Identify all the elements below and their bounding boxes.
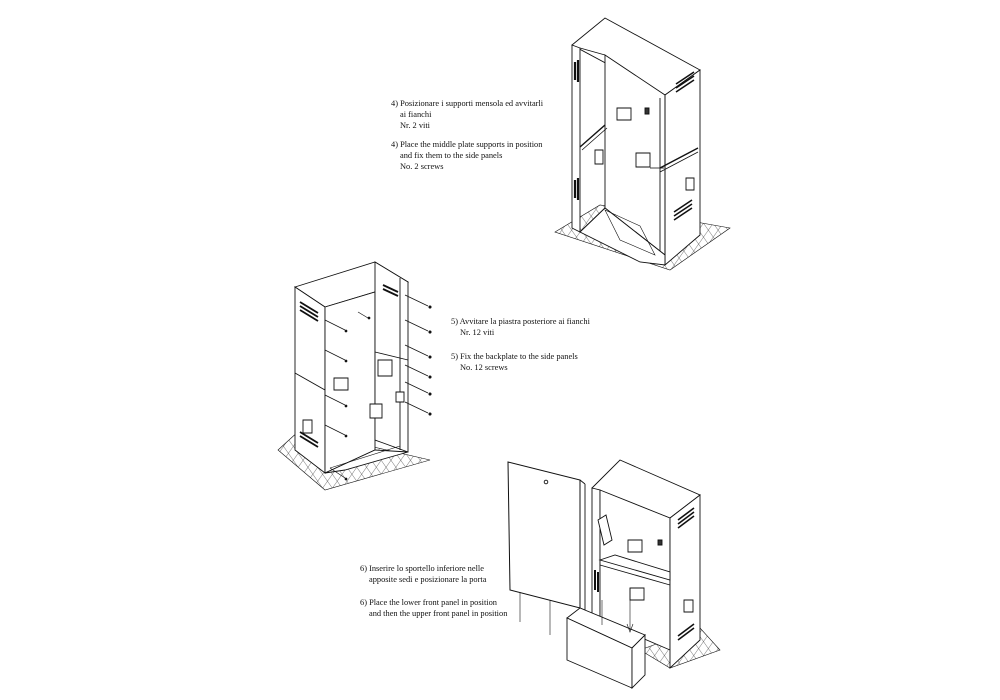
step4-cabinet-drawing (555, 18, 730, 270)
step4-en-line1: 4) Place the middle plate supports in po… (391, 140, 543, 149)
step5-caption: 5) Avvitare la piastra posteriore ai fia… (451, 316, 590, 373)
step6-cabinet-drawing (508, 460, 720, 688)
step5-en-line1: 5) Fix the backplate to the side panels (451, 352, 578, 361)
step4-en-count: No. 2 screws (400, 162, 444, 171)
step5-cabinet-drawing (278, 262, 432, 490)
step5-it-line1: 5) Avvitare la piastra posteriore ai fia… (451, 317, 590, 326)
step4-it-line1: 4) Posizionare i supporti mensola ed avv… (391, 99, 544, 108)
step5-it-count: Nr. 12 viti (460, 328, 495, 337)
upper-front-door (508, 462, 580, 608)
step4-caption: 4) Posizionare i supporti mensola ed avv… (391, 98, 543, 172)
step5-en-count: No. 12 screws (460, 363, 508, 372)
step6-caption: 6) Inserire lo sportello inferiore nelle… (360, 563, 507, 619)
step6-it-line1: 6) Inserire lo sportello inferiore nelle (360, 564, 484, 573)
step4-it-line2: ai fianchi (400, 110, 432, 119)
step6-en-line2: and then the upper front panel in positi… (369, 609, 508, 618)
step4-it-count: Nr. 2 viti (400, 121, 431, 130)
step6-it-line2: apposite sedi e posizionare la porta (369, 575, 487, 584)
step6-en-line1: 6) Place the lower front panel in positi… (360, 598, 497, 607)
step4-en-line2: and fix them to the side panels (400, 151, 503, 160)
